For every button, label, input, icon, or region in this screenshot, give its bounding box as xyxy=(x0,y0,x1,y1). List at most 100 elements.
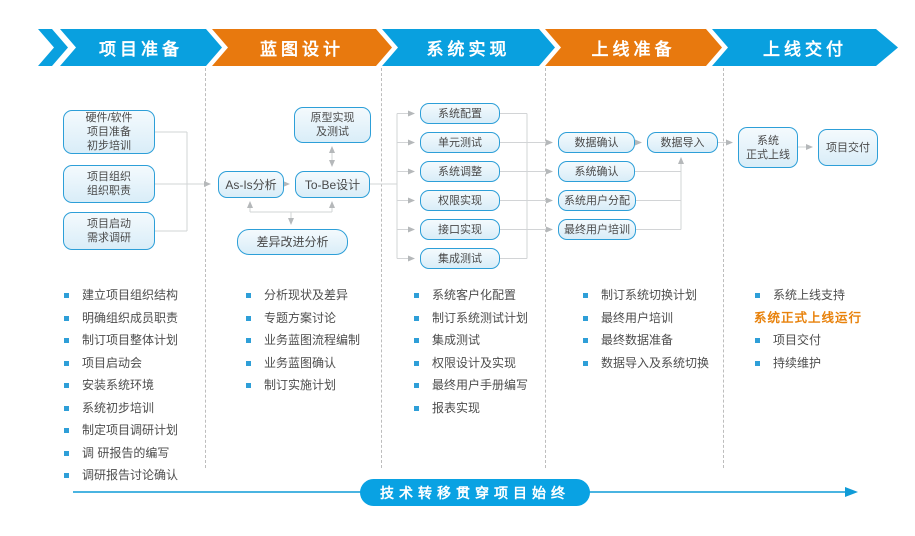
bullet-square-icon xyxy=(414,338,419,343)
node-prototype-test: 原型实现 及测试 xyxy=(294,107,371,143)
checklist-item: 业务蓝图确认 xyxy=(245,356,360,370)
bullet-square-icon xyxy=(414,293,419,298)
bullet-square-icon xyxy=(755,338,760,343)
bullet-square-icon xyxy=(64,473,69,478)
golive-running-highlight: 系统正式上线运行 xyxy=(754,310,863,325)
checklist-item-label: 权限设计及实现 xyxy=(432,355,517,370)
bullet-square-icon xyxy=(414,405,419,411)
checklist-item-label: 持续维护 xyxy=(773,355,822,370)
checklist-item: 调 研报告的编写 xyxy=(63,445,178,460)
checklist-item: 制订系统切换计划 xyxy=(582,289,709,302)
bullet-square-icon xyxy=(246,315,251,321)
checklist-item: 明确组织成员职责 xyxy=(63,310,179,325)
checklist-item: 制订项目整体计划 xyxy=(63,334,178,347)
checklist-item-label: 制订系统测试计划 xyxy=(432,310,529,325)
column-separator xyxy=(545,68,546,468)
column-separator xyxy=(205,68,206,468)
checklist-item-label: 数据导入及系统切换 xyxy=(601,355,710,370)
checklist-item-label: 项目启动会 xyxy=(82,355,143,370)
checklist-item: 调研报告讨论确认 xyxy=(63,469,178,482)
node-user-assign: 系统用户分配 xyxy=(558,190,636,211)
checklist-item: 最终用户手册编写 xyxy=(413,379,528,392)
node-asis-analysis: As-Is分析 xyxy=(218,171,284,198)
node-golive: 系统 正式上线 xyxy=(738,127,798,168)
checklist-item: 系统初步培训 xyxy=(63,400,178,415)
node-delivery: 项目交付 xyxy=(818,129,878,166)
node-unit-test: 单元测试 xyxy=(420,132,500,153)
checklist-item-label: 调研报告讨论确认 xyxy=(82,468,179,482)
bullet-square-icon xyxy=(64,338,69,343)
node-user-training: 最终用户培训 xyxy=(558,219,636,240)
checklist-item: 专题方案讨论 xyxy=(245,310,360,325)
checklist-item: 最终用户培训 xyxy=(582,310,709,325)
bullet-square-icon xyxy=(64,383,69,388)
node-data-confirm: 数据确认 xyxy=(558,132,635,153)
checklist-item-label: 分析现状及差异 xyxy=(264,288,349,302)
bullet-square-icon xyxy=(414,315,419,321)
checklist-item-label: 调 研报告的编写 xyxy=(82,445,170,460)
checklist-item: 分析现状及差异 xyxy=(245,289,360,302)
bullet-square-icon xyxy=(64,450,69,456)
checklist-phase2: 分析现状及差异 专题方案讨论 业务蓝图流程编制 业务蓝图确认 制订实施计划 xyxy=(245,289,360,402)
bullet-square-icon xyxy=(583,315,588,321)
checklist-item: 制订实施计划 xyxy=(245,379,360,392)
bullet-square-icon xyxy=(583,338,588,343)
node-gap-analysis: 差异改进分析 xyxy=(237,229,348,255)
checklist-item-label: 明确组织成员职责 xyxy=(82,310,179,325)
bullet-square-icon xyxy=(246,383,251,388)
checklist-item-label: 系统上线支持 xyxy=(773,288,846,302)
bullet-square-icon xyxy=(64,405,69,411)
checklist-item: 报表实现 xyxy=(413,401,528,415)
checklist-item: 安装系统环境 xyxy=(63,379,178,392)
checklist-item-label: 制订项目整体计划 xyxy=(82,333,179,347)
node-system-confirm: 系统确认 xyxy=(558,161,635,182)
column-separator xyxy=(723,68,724,468)
phase-banner-golive-delivery: 上线交付 xyxy=(712,29,898,66)
checklist-item-label: 最终数据准备 xyxy=(601,333,674,347)
checklist-phase1: 建立项目组织结构 明确组织成员职责 制订项目整体计划 项目启动会 安装系统环境 … xyxy=(63,289,178,492)
phase-banner-project-preparation: 项目准备 xyxy=(60,29,222,66)
bullet-square-icon xyxy=(64,293,69,298)
checklist-item-label: 制订实施计划 xyxy=(264,378,337,392)
node-system-config: 系统配置 xyxy=(420,103,500,124)
node-hw-sw-prep: 硬件/软件 项目准备 初步培训 xyxy=(63,110,155,154)
phase-banner-blueprint-design: 蓝图设计 xyxy=(212,29,392,66)
checklist-phase4: 制订系统切换计划 最终用户培训 最终数据准备 数据导入及系统切换 xyxy=(582,289,709,379)
bullet-square-icon xyxy=(583,293,588,298)
checklist-item-label: 系统初步培训 xyxy=(82,400,155,415)
checklist-item: 系统客户化配置 xyxy=(413,289,528,302)
checklist-phase3: 系统客户化配置 制订系统测试计划 集成测试 权限设计及实现 最终用户手册编写 报… xyxy=(413,289,528,424)
bullet-square-icon xyxy=(246,293,251,298)
checklist-item: 业务蓝图流程编制 xyxy=(245,334,360,347)
bullet-square-icon xyxy=(64,428,69,433)
checklist-item-label: 业务蓝图流程编制 xyxy=(264,333,361,347)
column-separator xyxy=(381,68,382,468)
checklist-phase5: 系统上线支持 系统正式上线运行 项目交付 持续维护 xyxy=(754,289,862,379)
bullet-square-icon xyxy=(414,383,419,388)
checklist-item: 持续维护 xyxy=(754,355,862,370)
checklist-item: 项目启动会 xyxy=(63,355,178,370)
bullet-square-icon xyxy=(755,360,760,366)
checklist-item-label: 建立项目组织结构 xyxy=(82,288,179,302)
checklist-item-label: 集成测试 xyxy=(432,333,481,347)
checklist-item-label: 专题方案讨论 xyxy=(264,310,337,325)
node-data-import: 数据导入 xyxy=(647,132,718,153)
checklist-item-label: 制定项目调研计划 xyxy=(82,423,179,437)
bullet-square-icon xyxy=(414,360,419,366)
node-integration-test: 集成测试 xyxy=(420,248,500,269)
checklist-item: 建立项目组织结构 xyxy=(63,289,178,302)
checklist-item-label: 最终用户手册编写 xyxy=(432,378,529,392)
node-kickoff-survey: 项目启动 需求调研 xyxy=(63,212,155,250)
checklist-item: 项目交付 xyxy=(754,334,862,347)
bullet-square-icon xyxy=(64,360,69,366)
checklist-item-label: 安装系统环境 xyxy=(82,378,155,392)
phase-banner-system-realization: 系统实现 xyxy=(382,29,555,66)
checklist-item-label: 项目交付 xyxy=(773,333,822,347)
node-authority-impl: 权限实现 xyxy=(420,190,500,211)
checklist-item-label: 最终用户培训 xyxy=(601,310,674,325)
bullet-square-icon xyxy=(64,315,69,321)
node-system-adjust: 系统调整 xyxy=(420,161,500,182)
phase-banner-golive-preparation: 上线准备 xyxy=(545,29,722,66)
checklist-item-label: 制订系统切换计划 xyxy=(601,288,698,302)
